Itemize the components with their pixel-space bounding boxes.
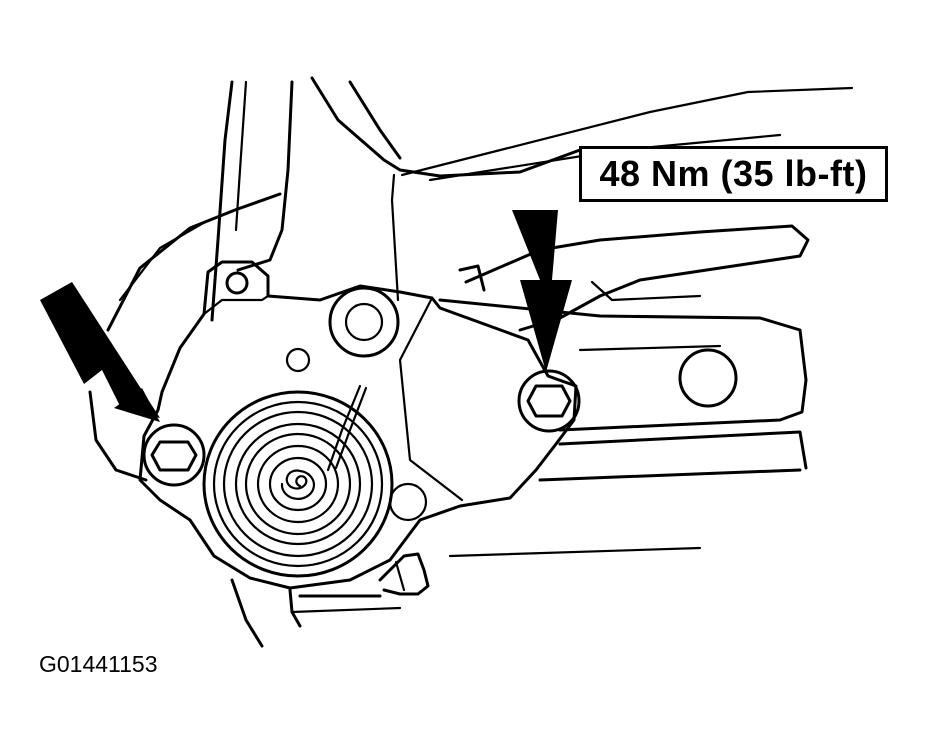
seat-track-rails (438, 224, 810, 558)
right-arrow (512, 210, 572, 372)
wiring-connector (230, 552, 430, 648)
right-mounting-bolt (517, 369, 581, 433)
seat-frame-outline (88, 76, 854, 482)
figure-id: G01441153 (39, 651, 158, 677)
recliner-mechanism-plate (138, 260, 578, 590)
torque-spec-label: 48 Nm (35 lb-ft) (579, 146, 888, 202)
recliner-spiral-spring (202, 390, 394, 578)
left-arrow (40, 282, 160, 422)
left-mounting-bolt (142, 423, 206, 487)
